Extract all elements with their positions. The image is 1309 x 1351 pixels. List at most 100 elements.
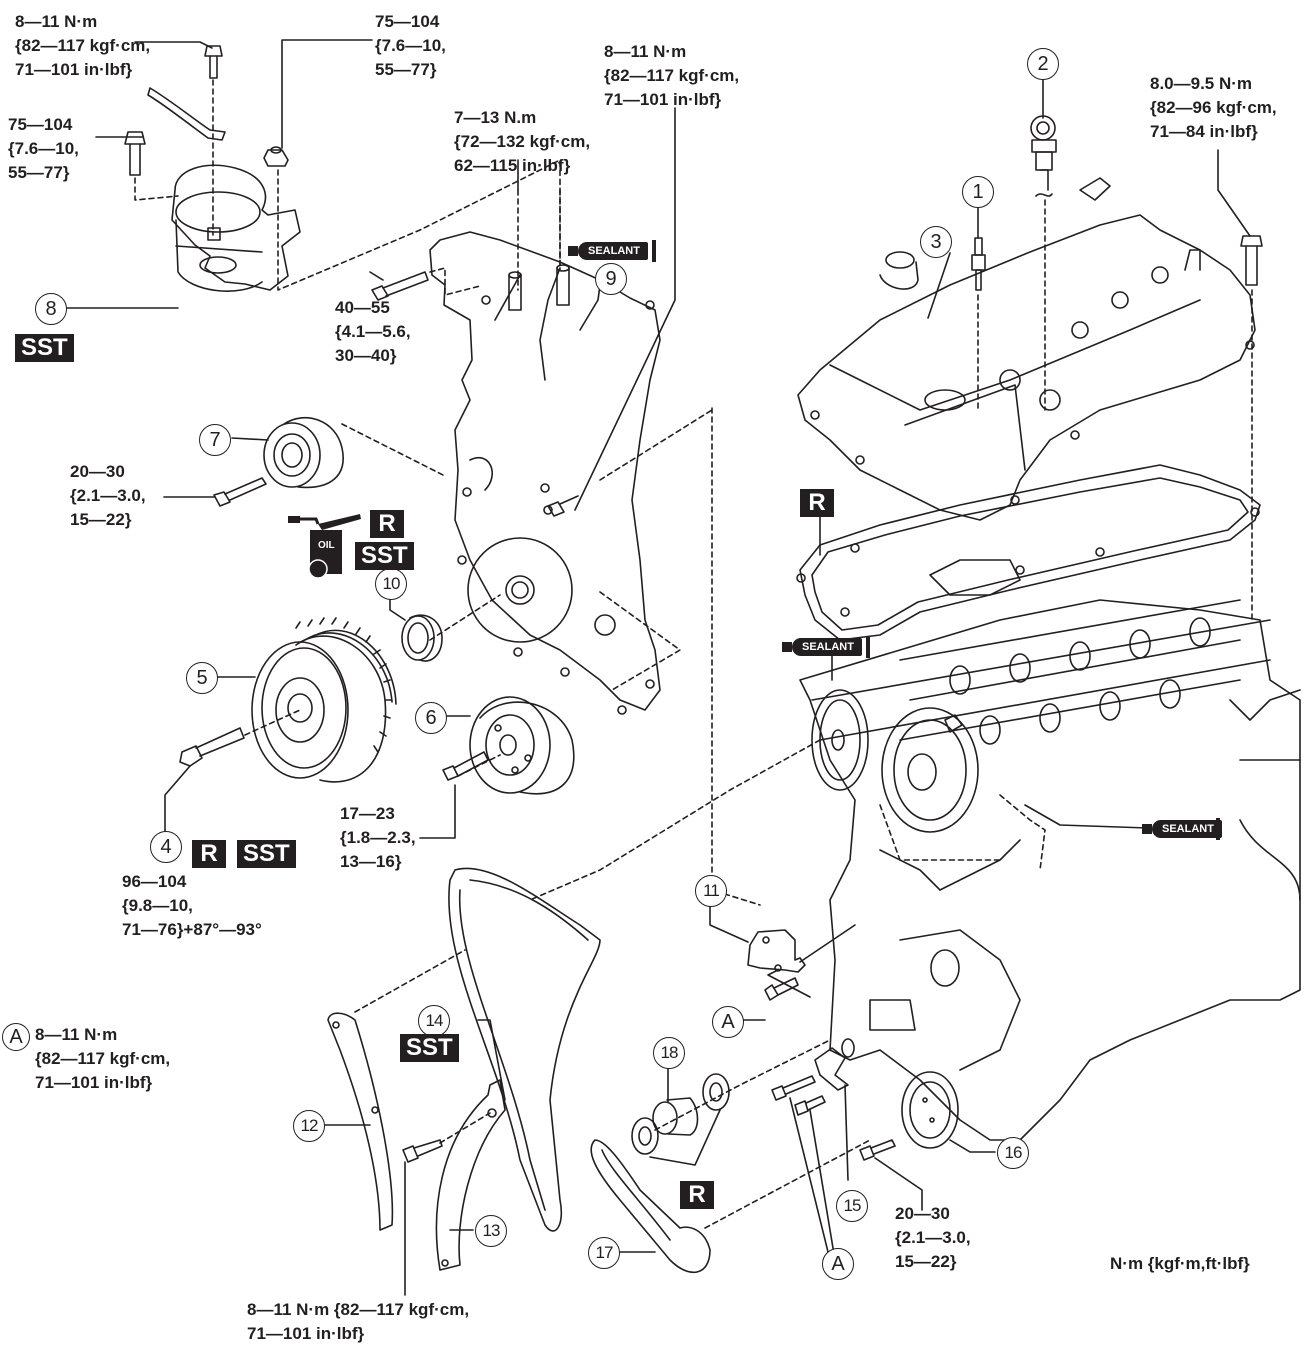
callout-12: 12 (293, 1110, 325, 1142)
crank-pulley (251, 617, 397, 783)
torque-label: 8.0—9.5 N·m {82—96 kgf·cm, 71—84 in·lbf} (1150, 74, 1277, 141)
sealant-icon: SEALANT (568, 240, 658, 262)
tens-dash (457, 754, 501, 777)
guide-dash2 (354, 949, 466, 1013)
leader (477, 1019, 506, 1101)
leader (231, 437, 269, 441)
callout-7: 7 (199, 424, 231, 456)
cam-sprockets (811, 689, 979, 833)
cover-side-bolt (371, 271, 579, 517)
callout-4: 4 (150, 831, 182, 863)
torque-label: 20—30 {2.1—3.0, 15—22} (70, 462, 146, 529)
mount-dashes (134, 79, 561, 291)
leader (1024, 804, 1149, 829)
guide-dash (439, 1112, 491, 1144)
leader (789, 1097, 836, 1261)
leader (949, 1139, 996, 1153)
engine-block (799, 599, 1301, 1141)
leader (927, 252, 951, 319)
sst-badge: SST (355, 542, 414, 570)
callout-17: 17 (588, 1237, 620, 1269)
torque-label: 8—11 N·m {82—117 kgf·cm, 71—101 in·lbf} (15, 12, 151, 79)
leader (649, 1109, 721, 1166)
leader (709, 904, 749, 943)
callout-16: 16 (997, 1137, 1029, 1169)
units-legend: N·m {kgf·m,ft·lbf} (1110, 1254, 1250, 1273)
callout-6: 6 (415, 702, 447, 734)
leader (1217, 149, 1251, 237)
leader (419, 784, 456, 839)
torque-label: 7—13 N.m {72—132 kgf·cm, 62—115 in·lbf} (454, 108, 591, 175)
callout-18: 18 (653, 1037, 685, 1069)
timing-chain (448, 867, 601, 1232)
replace-badge: R (680, 1181, 714, 1209)
leader (799, 924, 856, 963)
leader (579, 284, 601, 331)
front-cover (429, 231, 661, 715)
leader (574, 107, 676, 511)
torque-label: 8—11 N·m {82—117 kgf·cm, 71—101 in·lbf} (35, 1025, 171, 1092)
camshafts (899, 599, 1241, 745)
ref-a-tensioner: A (712, 1006, 744, 1038)
replace-badge: R (800, 489, 834, 517)
sealant-icon: SEALANT (1142, 818, 1232, 840)
chain-guide (327, 1012, 394, 1231)
sst-badge: SST (237, 840, 296, 868)
leader (874, 1157, 923, 1211)
crank-bolt (179, 727, 245, 767)
pump-bolts (771, 1038, 896, 1161)
callout-2: 2 (1027, 48, 1059, 80)
sealant-icon: SEALANT (782, 636, 872, 658)
callout-5: 5 (186, 662, 218, 694)
callout-9: 9 (595, 263, 627, 295)
callout-11: 11 (695, 875, 727, 907)
spark-plug (971, 237, 986, 291)
leader (844, 1084, 849, 1181)
head-cover-bolt (1240, 235, 1263, 286)
sst-badge: SST (15, 334, 74, 362)
guide-bolt (402, 1139, 443, 1163)
engine-mount (147, 87, 301, 292)
leader (767, 969, 811, 998)
leader (134, 41, 213, 49)
oil-can-icon: OIL (288, 512, 368, 579)
mount-bolts (124, 45, 289, 176)
idler-pulley (213, 416, 344, 507)
pump-dashes (654, 1039, 871, 1229)
seal-dash (429, 594, 501, 641)
callout-15: 15 (836, 1190, 868, 1222)
callout-3: 3 (920, 226, 952, 258)
oil-pump-chain (590, 1139, 711, 1274)
leader (369, 271, 384, 281)
torque-label: 40—55 {4.1—5.6, 30—40} (335, 298, 411, 365)
torque-label: 8—11 N·m {82—117 kgf·cm, 71—101 in·lbf} (247, 1300, 470, 1343)
torque-label: 20—30 {2.1—3.0, 15—22} (895, 1204, 971, 1271)
leader (164, 765, 191, 833)
callout-10: 10 (375, 568, 407, 600)
tensioner-arm (435, 1079, 506, 1271)
replace-badge: R (370, 510, 404, 538)
sst-badge: SST (400, 1034, 459, 1062)
head-dashes (529, 199, 1253, 901)
cylinder-head-cover (797, 177, 1256, 521)
callout-8: 8 (35, 293, 67, 325)
leader (281, 39, 373, 149)
oil-seal (401, 614, 443, 662)
tensioner-pulley (442, 696, 575, 795)
torque-label: 75—104 {7.6—10, 55—77} (375, 12, 446, 79)
replace-badge: R (192, 840, 226, 868)
crank-dash (244, 709, 301, 736)
torque-label: 17—23 {1.8—2.3, 13—16} (340, 804, 416, 871)
oil-level-gauge (1030, 115, 1057, 197)
torque-label: 8—11 N·m {82—117 kgf·cm, 71—101 in·lbf} (604, 42, 740, 109)
oil-label: OIL (318, 540, 335, 551)
callout-13: 13 (475, 1215, 507, 1247)
callout-1: 1 (962, 176, 994, 208)
callout-14: 14 (418, 1005, 450, 1037)
torque-label: 96—104 {9.8—10, 71—76}+87°—93° (122, 872, 262, 939)
torque-label: 75—104 {7.6—10, 55—77} (8, 115, 79, 182)
oil-pump-sprocket (631, 1073, 730, 1155)
ref-a-legend: A (2, 1023, 30, 1051)
ref-a-pump: A (822, 1248, 854, 1280)
